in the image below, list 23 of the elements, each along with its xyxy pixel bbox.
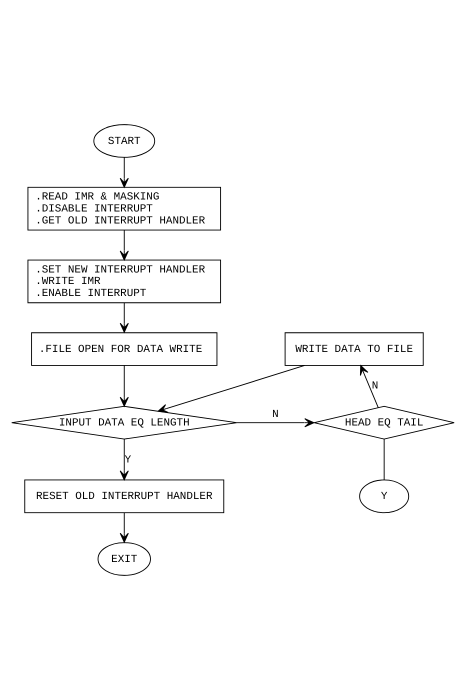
- node-box: RESET OLD INTERRUPT HANDLER: [24, 479, 224, 513]
- node-box: WRITE DATA TO FILE: [284, 332, 424, 366]
- edge-label: N: [272, 408, 279, 420]
- node-ellipse: EXIT: [98, 542, 151, 576]
- arrow: [120, 438, 129, 480]
- node-box: .FILE OPEN FOR DATA WRITE: [31, 332, 218, 366]
- node-box: .READ IMR & MASKING .DISABLE INTERRUPT .GET OLD INTERRUPT HANDLER: [27, 186, 222, 230]
- edge-label: N: [372, 380, 378, 392]
- node-box: .SET NEW INTERRUPT HANDLER .WRITE IMR .ENABLE INTERRUPT: [27, 259, 222, 303]
- arrow: [158, 364, 306, 412]
- arrow: [120, 512, 129, 542]
- node-diamond: HEAD EQ TAIL: [314, 405, 455, 440]
- edge-label: Y: [124, 454, 132, 466]
- arrow: [236, 418, 314, 427]
- node-ellipse: START: [93, 124, 156, 158]
- arrow: [120, 364, 129, 406]
- connector: [384, 438, 385, 480]
- node-diamond: INPUT DATA EQ LENGTH: [11, 405, 238, 440]
- arrow: [360, 364, 379, 408]
- arrow: [120, 302, 129, 332]
- node-ellipse: Y: [359, 479, 410, 513]
- arrow: [120, 229, 129, 260]
- arrow: [120, 156, 129, 188]
